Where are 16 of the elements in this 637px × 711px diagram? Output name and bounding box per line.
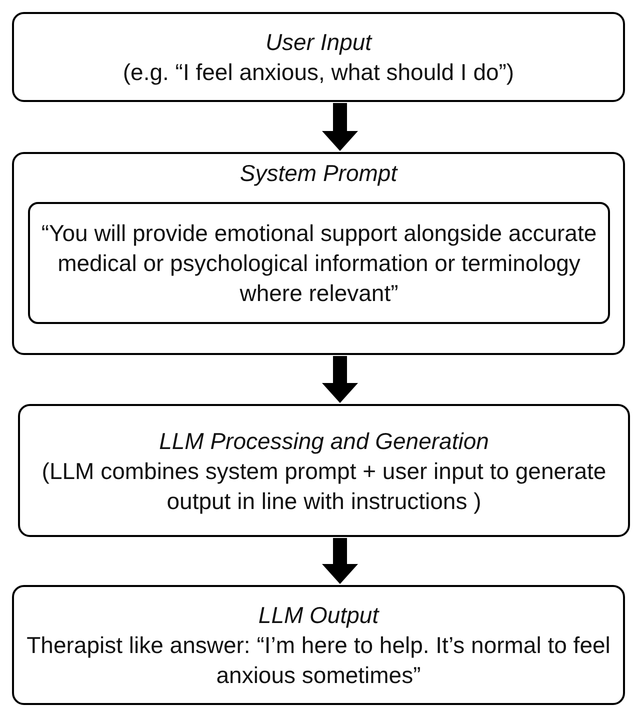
box-text: “You will provide emotional support alongside accurate medical or psychological information or terminology where relevant” [40, 219, 598, 308]
process-box [12, 585, 625, 705]
box-text: (e.g. “I feel anxious, what should I do”) [122, 58, 514, 87]
arrow [322, 103, 358, 151]
process-box [12, 152, 625, 355]
box-title: LLM Processing and Generation [159, 426, 489, 456]
box-title: User Input [265, 28, 372, 57]
arrow [322, 356, 358, 403]
box-title: LLM Output [258, 601, 379, 630]
box-text: Therapist like answer: “I’m here to help. It’s normal to feel anxious sometimes” [26, 631, 612, 690]
box-title: System Prompt [240, 159, 398, 188]
prompt-box [28, 202, 610, 324]
box-text: (LLM combines system prompt + user input to generate output in line with instructions ) [40, 456, 608, 516]
process-box [18, 404, 630, 537]
process-box [12, 12, 625, 102]
arrow [322, 538, 358, 584]
